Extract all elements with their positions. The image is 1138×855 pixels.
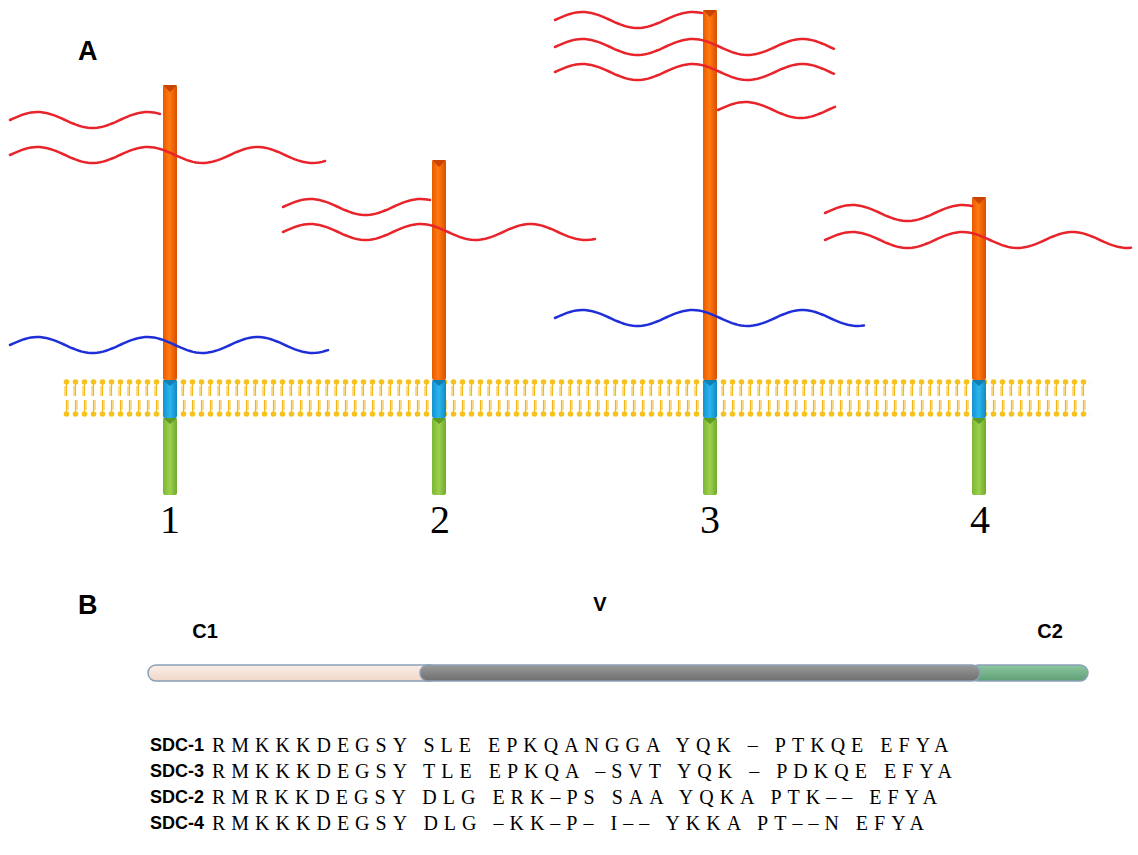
syndecan-name: SDC-4 xyxy=(150,814,204,832)
syndecan-name: SDC-1 xyxy=(150,736,204,754)
domain-name: C2 xyxy=(1037,621,1063,641)
syndecan-number: 2 xyxy=(430,500,450,540)
lipid-bilayer xyxy=(62,378,1090,418)
syndecan-cores xyxy=(163,10,986,495)
panel-letter: B xyxy=(78,592,98,619)
panel-letter: A xyxy=(78,38,98,65)
sequence-row: RMKKKDEGSY DLG –KK–P– I–– YKKA PT––N EFY… xyxy=(212,813,930,833)
domain-name: C1 xyxy=(192,621,218,641)
glycosaminoglycan-chains xyxy=(10,12,1131,353)
sequence-row: RMKKKDEGSY SLE EPKQANGGA YQK – PTKQE EFY… xyxy=(212,735,954,755)
syndecan-number: 3 xyxy=(700,500,720,540)
sequence-row: RMRKKDEGSY DLG ERK–PS SAA YQKA PTK–– EFY… xyxy=(212,787,943,807)
domain-bar xyxy=(148,665,1088,681)
syndecan-number: 4 xyxy=(970,500,990,540)
syndecan-name: SDC-2 xyxy=(150,788,204,806)
syndecan-number: 1 xyxy=(160,500,180,540)
domain-name: V xyxy=(593,594,606,614)
sequence-row: RMKKKDEGSY TLE EPKQA –SVT YQK – PDKQE EF… xyxy=(212,761,958,781)
syndecan-name: SDC-3 xyxy=(150,762,204,780)
